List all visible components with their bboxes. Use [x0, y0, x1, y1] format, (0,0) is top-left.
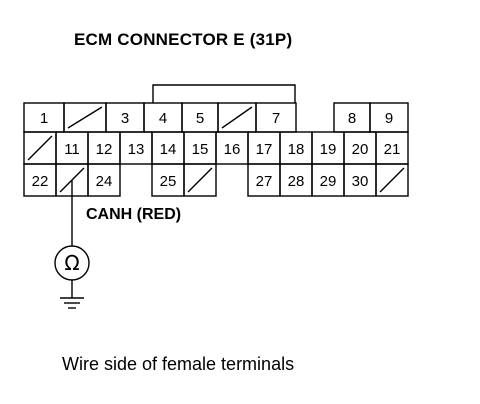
page-title: ECM CONNECTOR E (31P) — [74, 30, 293, 49]
pin-label: 24 — [96, 173, 113, 190]
pin-label: 7 — [272, 110, 280, 127]
pin-label: 19 — [320, 141, 337, 158]
pin-label: 29 — [320, 173, 337, 190]
pin-label: 25 — [160, 173, 177, 190]
pin-label: 4 — [159, 110, 167, 127]
pin-label: 30 — [352, 173, 369, 190]
pin-label: 15 — [192, 141, 209, 158]
pin-label: 20 — [352, 141, 369, 158]
cell-blank-r3a — [183, 163, 217, 197]
connector-lock-tab — [152, 84, 296, 103]
pin-labels: 1 3 4 5 7 8 9 11 12 13 14 15 16 17 18 19… — [32, 110, 401, 190]
pin-label: 27 — [256, 173, 273, 190]
pin-label: 9 — [385, 110, 393, 127]
pin-label: 13 — [128, 141, 145, 158]
cell-blank-r3b — [375, 163, 409, 197]
pin-label: 14 — [160, 141, 177, 158]
pin-label: 17 — [256, 141, 273, 158]
pin-label: 16 — [224, 141, 241, 158]
pin-label: 21 — [384, 141, 401, 158]
pin-label: 8 — [348, 110, 356, 127]
pin-label: 18 — [288, 141, 305, 158]
pin-label: 1 — [40, 110, 48, 127]
pin-label: 3 — [121, 110, 129, 127]
pin-label: 22 — [32, 173, 49, 190]
wire-color-label: CANH (RED) — [86, 206, 182, 223]
diagram-caption: Wire side of female terminals — [62, 354, 295, 374]
pin-label: 12 — [96, 141, 113, 158]
pin-label: 11 — [64, 141, 80, 158]
ohm-symbol: Ω — [64, 251, 79, 275]
ground-icon — [60, 280, 84, 309]
cell-24 — [87, 163, 121, 197]
pin-label: 28 — [288, 173, 305, 190]
pin-label: 5 — [196, 110, 204, 127]
